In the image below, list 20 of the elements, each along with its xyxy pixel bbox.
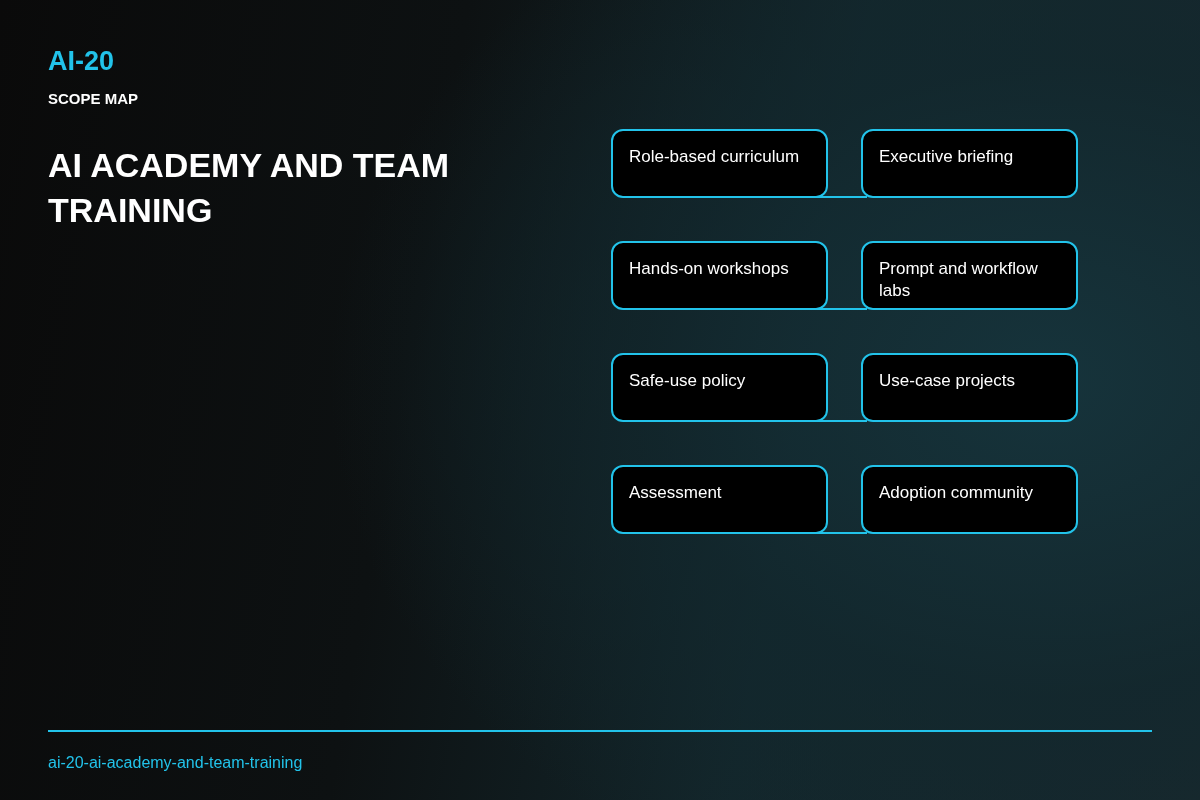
topic-card — [611, 241, 828, 310]
card-label: Adoption community — [879, 482, 1035, 504]
footer-slug: ai-20-ai-academy-and-team-training — [48, 753, 303, 773]
card-label: Hands-on workshops — [629, 258, 790, 280]
code-label: AI-20 — [48, 45, 115, 78]
topic-card — [861, 129, 1078, 198]
subtitle: SCOPE MAP — [48, 89, 138, 109]
page-title: AI ACADEMY AND TEAM TRAINING — [48, 145, 451, 231]
card-label: Prompt and workflow labs — [879, 258, 1039, 302]
card-label: Role-based curriculum — [629, 146, 801, 168]
topic-card — [611, 129, 828, 198]
topic-card — [861, 353, 1078, 422]
card-label: Executive briefing — [879, 146, 1015, 168]
card-label: Safe-use policy — [629, 370, 747, 392]
card-label: Assessment — [629, 482, 723, 504]
topic-card — [861, 241, 1078, 310]
topic-card — [611, 465, 828, 534]
topic-card — [611, 353, 828, 422]
card-label: Use-case projects — [879, 370, 1017, 392]
topic-card — [861, 465, 1078, 534]
